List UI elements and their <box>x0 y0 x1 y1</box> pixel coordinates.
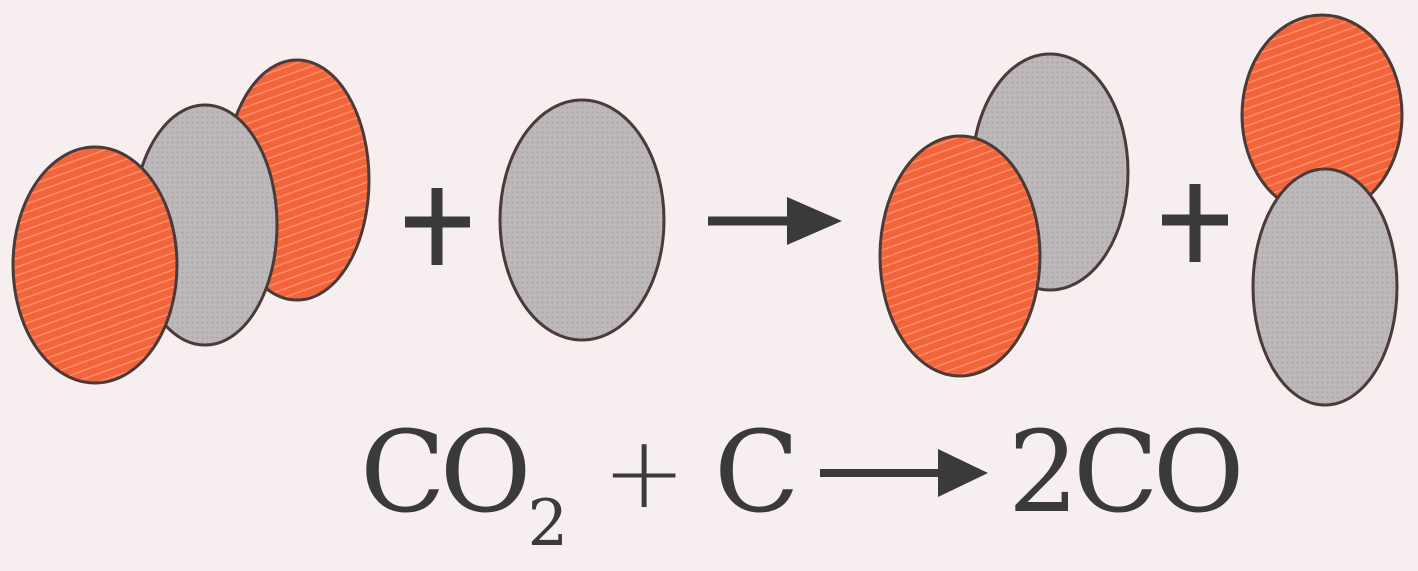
co-molecule <box>878 52 1130 378</box>
reactant-c: C <box>714 408 800 538</box>
reaction-arrow-icon <box>708 197 842 245</box>
co-molecule <box>1240 13 1404 407</box>
carbon-atom-icon <box>1251 167 1399 407</box>
plus-icon <box>405 188 470 265</box>
plus-icon <box>1162 184 1228 262</box>
oxygen-atom-icon <box>878 134 1042 378</box>
reactant1-subscript: 2 <box>527 487 569 561</box>
equation-arrow-icon <box>819 449 988 497</box>
oxygen-atom-icon <box>11 145 179 385</box>
co2-molecule <box>11 58 371 385</box>
product-2co: 2CO <box>1007 408 1245 538</box>
carbon-atom-icon <box>498 98 666 342</box>
reactant1-formula: CO <box>360 408 531 538</box>
plus-sign: + <box>602 414 686 531</box>
